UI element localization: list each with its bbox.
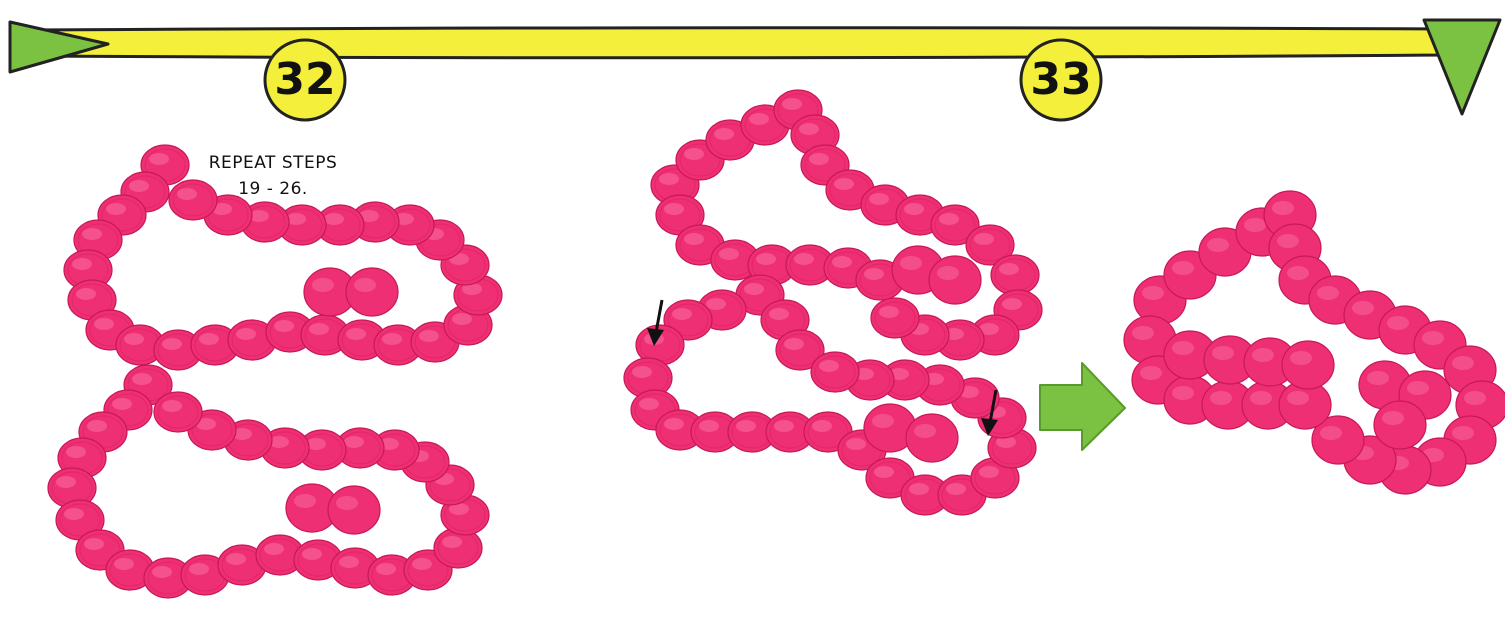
foam-result-step33 <box>1124 191 1505 494</box>
timeline-bar <box>30 28 1452 58</box>
foam-assembly-step33 <box>624 90 1042 515</box>
next-arrow-icon <box>1040 363 1125 450</box>
step-number-32: 32 <box>265 58 345 102</box>
step-number-33: 33 <box>1021 58 1101 102</box>
foam-loop-lower <box>48 365 489 598</box>
end-triangle-icon <box>1424 20 1500 114</box>
instruction-line-1: REPEAT STEPS <box>193 150 353 176</box>
instruction-note: REPEAT STEPS 19 - 26. <box>193 150 353 202</box>
instruction-line-2: 19 - 26. <box>193 176 353 202</box>
